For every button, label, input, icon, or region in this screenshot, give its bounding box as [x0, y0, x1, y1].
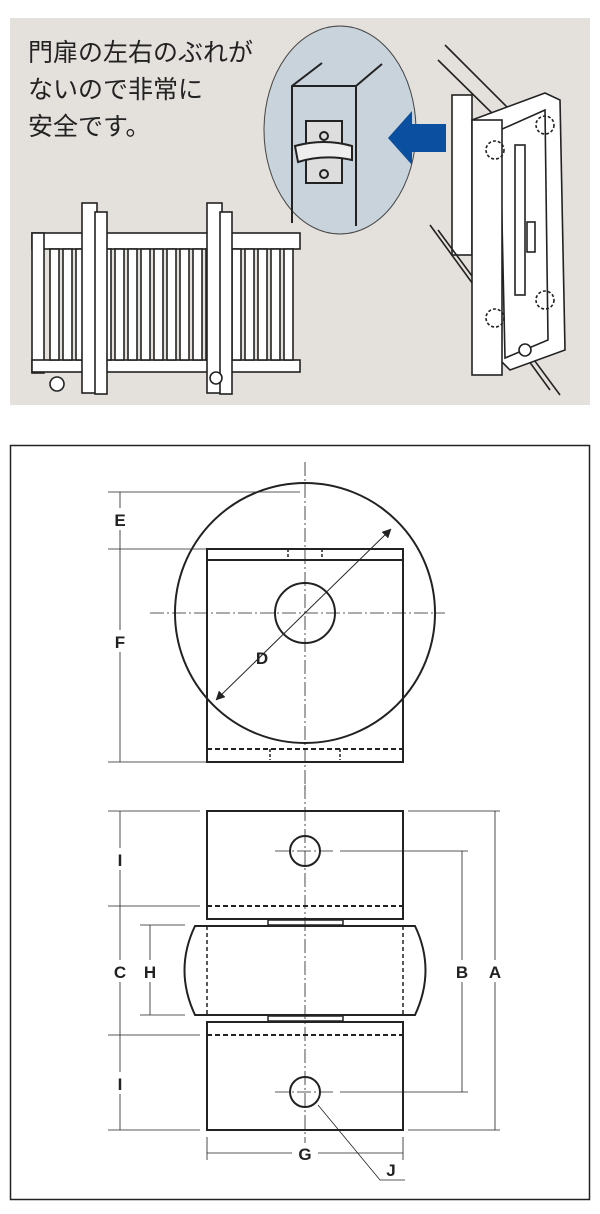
gate-slat	[49, 248, 60, 361]
dim-label-c: C	[114, 963, 126, 982]
dim-label-e: E	[114, 511, 125, 530]
arrow-icon	[388, 111, 446, 165]
dimension-labels: E F D I C H I B A G J	[110, 508, 505, 1180]
gate-slat	[270, 248, 281, 361]
gate-slat	[257, 248, 268, 361]
gate-slat	[166, 248, 177, 361]
gate-slat	[192, 248, 203, 361]
gate-slat	[127, 248, 138, 361]
gate-slat	[62, 248, 73, 361]
gate-slat	[179, 248, 190, 361]
sliding-gate-drawing	[31, 202, 301, 395]
caption-line: 安全です。	[28, 112, 151, 141]
gate-slat	[231, 248, 242, 361]
dim-label-b: B	[456, 963, 468, 982]
dim-label-f: F	[115, 633, 125, 652]
feature-caption: 門扉の左右のぶれが ないので非常に 安全です。	[28, 34, 253, 145]
gate-slat	[114, 248, 125, 361]
gate-slat	[140, 248, 151, 361]
dim-label-g: G	[298, 1145, 311, 1164]
gate-side-drawing	[429, 44, 566, 396]
dim-label-j: J	[386, 1161, 395, 1180]
gate-slat	[283, 248, 294, 361]
gate-slat	[153, 248, 164, 361]
detail-closeup	[263, 25, 417, 235]
caption-line: 門扉の左右のぶれが	[28, 38, 254, 67]
dim-label-d: D	[256, 649, 268, 668]
dim-label-h: H	[144, 963, 156, 982]
caption-line: ないので非常に	[28, 75, 204, 104]
dim-label-i-top: I	[118, 851, 123, 870]
dim-label-i-bottom: I	[118, 1075, 123, 1094]
front-view	[108, 785, 500, 1181]
dim-label-a: A	[489, 963, 501, 982]
top-view	[108, 462, 445, 790]
drawing-frame	[9, 444, 591, 1201]
gate-slat	[244, 248, 255, 361]
usage-illustration-panel	[10, 18, 590, 405]
